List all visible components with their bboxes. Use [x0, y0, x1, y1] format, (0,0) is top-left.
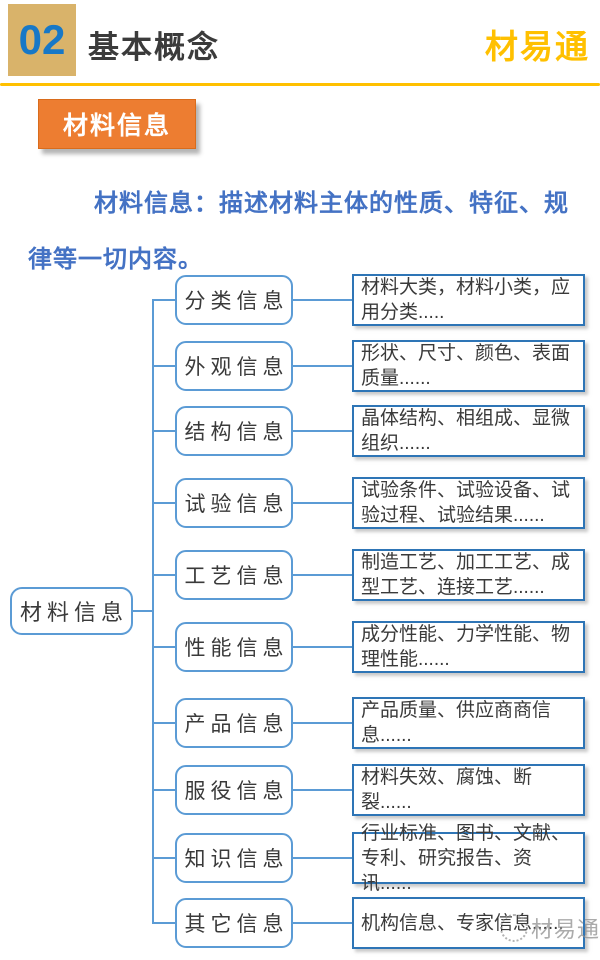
node-desc-connector — [293, 299, 352, 301]
tree-row: 产品信息 产品质量、供应商商信息...... — [0, 697, 600, 749]
category-description: 材料大类，材料小类，应用分类..... — [352, 274, 585, 326]
branch-line — [152, 646, 175, 648]
category-node: 其它信息 — [175, 898, 293, 948]
category-description: 行业标准、图书、文献、专利、研究报告、资讯...... — [352, 823, 585, 894]
tree-row: 知识信息 行业标准、图书、文献、专利、研究报告、资讯...... — [0, 823, 600, 894]
tree-trunk-line — [152, 299, 154, 924]
node-desc-connector — [293, 502, 352, 504]
tree-row: 其它信息 机构信息、专家信息...... — [0, 897, 600, 949]
root-connector-line — [132, 610, 153, 612]
intro-line-2: 律等一切内容。 — [28, 246, 203, 273]
brand-logo-text: 材易通 — [485, 28, 590, 65]
category-description: 试验条件、试验设备、试验过程、试验结果...... — [352, 477, 585, 529]
category-node: 结构信息 — [175, 406, 293, 456]
category-node: 试验信息 — [175, 478, 293, 528]
page-title: 基本概念 — [88, 30, 220, 65]
intro-paragraph: 材料信息：描述材料主体的性质、特征、规律等一切内容。 — [28, 176, 588, 288]
watermark: 材易通 — [500, 912, 600, 944]
tree-row: 试验信息 试验条件、试验设备、试验过程、试验结果...... — [0, 477, 600, 529]
category-node: 产品信息 — [175, 698, 293, 748]
category-description: 机构信息、专家信息...... — [352, 897, 585, 949]
category-description: 材料失效、腐蚀、断裂...... — [352, 764, 585, 816]
tree-row: 外观信息 形状、尺寸、颜色、表面质量...... — [0, 340, 600, 392]
category-node: 知识信息 — [175, 833, 293, 883]
category-node: 分类信息 — [175, 275, 293, 325]
branch-line — [152, 502, 175, 504]
tree-row: 分类信息 材料大类，材料小类，应用分类..... — [0, 274, 600, 326]
node-desc-connector — [293, 789, 352, 791]
tree-row: 工艺信息 制造工艺、加工工艺、成型工艺、连接工艺...... — [0, 549, 600, 601]
tree-row: 服役信息 材料失效、腐蚀、断裂...... — [0, 764, 600, 816]
category-description: 产品质量、供应商商信息...... — [352, 697, 585, 749]
category-node: 工艺信息 — [175, 550, 293, 600]
section-number-badge: 02 — [8, 4, 76, 76]
branch-line — [152, 789, 175, 791]
intro-line-1: 材料信息：描述材料主体的性质、特征、规 — [94, 190, 569, 217]
node-desc-connector — [293, 365, 352, 367]
category-description: 成分性能、力学性能、物理性能...... — [352, 621, 585, 673]
topic-badge: 材料信息 — [38, 99, 196, 149]
branch-line — [152, 922, 175, 924]
branch-line — [152, 365, 175, 367]
category-description: 制造工艺、加工工艺、成型工艺、连接工艺...... — [352, 549, 585, 601]
header-divider — [0, 83, 600, 86]
node-desc-connector — [293, 857, 352, 859]
category-node: 服役信息 — [175, 765, 293, 815]
branch-line — [152, 430, 175, 432]
branch-line — [152, 722, 175, 724]
category-description: 形状、尺寸、颜色、表面质量...... — [352, 340, 585, 392]
node-desc-connector — [293, 722, 352, 724]
node-desc-connector — [293, 574, 352, 576]
node-desc-connector — [293, 430, 352, 432]
category-node: 性能信息 — [175, 622, 293, 672]
watermark-logo-icon — [500, 914, 528, 942]
branch-line — [152, 299, 175, 301]
node-desc-connector — [293, 646, 352, 648]
branch-line — [152, 574, 175, 576]
tree-row: 结构信息 晶体结构、相组成、显微组织...... — [0, 405, 600, 457]
header: 02 基本概念 材易通 — [0, 0, 600, 86]
branch-line — [152, 857, 175, 859]
category-description: 晶体结构、相组成、显微组织...... — [352, 405, 585, 457]
watermark-text: 材易通 — [531, 917, 600, 942]
node-desc-connector — [293, 922, 352, 924]
root-node: 材料信息 — [10, 587, 133, 635]
tree-row: 性能信息 成分性能、力学性能、物理性能...... — [0, 621, 600, 673]
category-node: 外观信息 — [175, 341, 293, 391]
